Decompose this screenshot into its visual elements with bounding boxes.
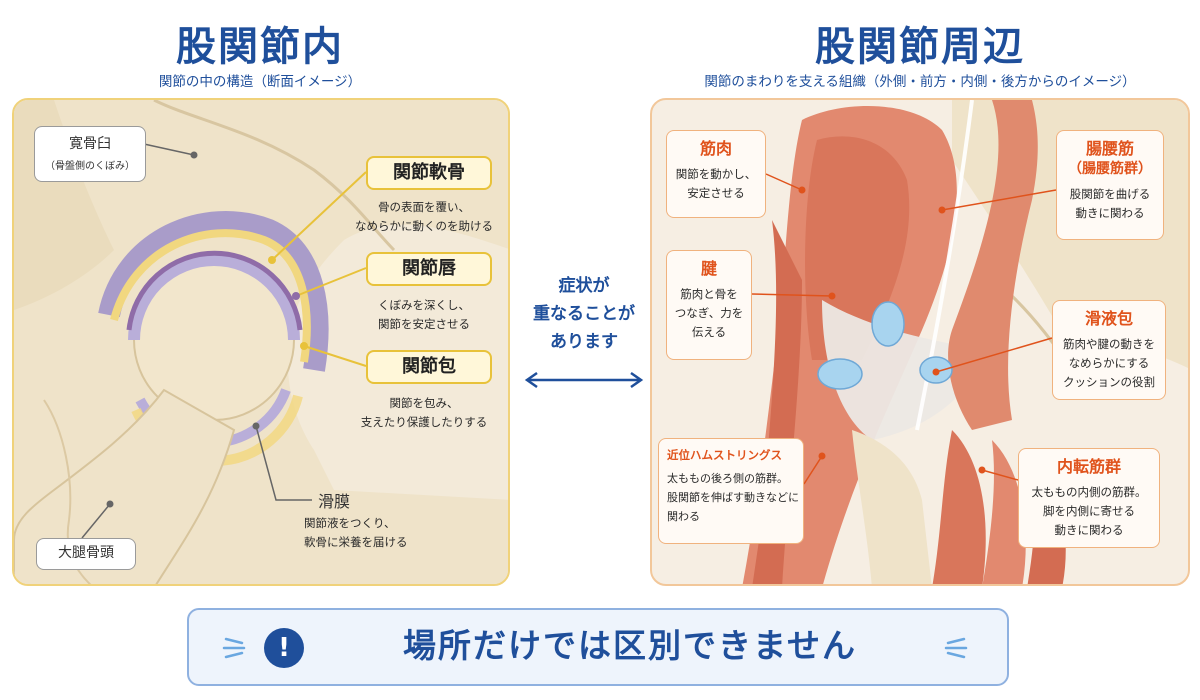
- hamstrings-desc-2: 股関節を伸ばす動きなどに: [667, 491, 799, 504]
- muscle-desc-1: 関節を動かし、: [675, 167, 757, 181]
- overlap-note-line-2: 重なることが: [533, 304, 635, 324]
- muscle-card: 筋肉 関節を動かし、 安定させる: [666, 130, 766, 218]
- labrum-desc-2: 関節を安定させる: [378, 317, 470, 331]
- double-arrow-icon: [524, 371, 644, 389]
- overlap-note-line-1: 症状が: [558, 276, 610, 296]
- femoral-head-label: 大腿骨頭: [36, 538, 136, 570]
- hamstrings-label: 近位ハムストリングス: [667, 448, 782, 462]
- sparkle-right-icon: [944, 637, 968, 659]
- adductors-desc-2: 脚を内側に寄せる: [1043, 504, 1135, 518]
- left-title: 股関節内: [176, 24, 344, 70]
- bursa-card: 滑液包 筋肉や腱の動きを なめらかにする クッションの役割: [1052, 300, 1166, 400]
- tendon-card: 腱 筋肉と骨を つなぎ、力を 伝える: [666, 250, 752, 360]
- sparkle-left-icon: [222, 637, 246, 659]
- iliopsoas-desc-1: 股関節を曲げる: [1069, 187, 1151, 201]
- synovium-desc-1: 関節液をつくり、: [304, 516, 396, 530]
- adductors-desc-1: 太ももの内側の筋群。: [1031, 485, 1147, 499]
- iliopsoas-label: 腸腰筋: [1085, 139, 1134, 158]
- muscle-desc-2: 安定させる: [687, 186, 745, 200]
- adductors-desc-3: 動きに関わる: [1054, 523, 1124, 537]
- labrum-desc-1: くぼみを深くし、: [378, 298, 470, 312]
- adductors-card: 内転筋群 太ももの内側の筋群。 脚を内側に寄せる 動きに関わる: [1018, 448, 1160, 548]
- bursa-desc-3: クッションの役割: [1063, 375, 1155, 389]
- iliopsoas-desc: 股関節を曲げる 動きに関わる: [1063, 185, 1157, 223]
- warning-banner: [187, 608, 1009, 686]
- hip-joint-surrounding-panel: 筋肉 関節を動かし、 安定させる 腱 筋肉と骨を つなぎ、力を 伝える 近位ハム…: [650, 98, 1190, 586]
- bursa-desc: 筋肉や腱の動きを なめらかにする クッションの役割: [1059, 335, 1159, 392]
- left-subtitle: 関節の中の構造（断面イメージ）: [158, 74, 362, 90]
- iliopsoas-sublabel: （腸腰筋群）: [1068, 161, 1152, 177]
- cartilage-desc-1: 骨の表面を覆い、: [378, 200, 470, 214]
- acetabulum-label: 寛骨臼 （骨盤側のくぼみ）: [34, 126, 146, 182]
- banner-text: 場所だけでは区別できません: [402, 626, 857, 665]
- bursa-label: 滑液包: [1084, 309, 1133, 328]
- iliopsoas-card: 腸腰筋 （腸腰筋群） 股関節を曲げる 動きに関わる: [1056, 130, 1164, 240]
- tendon-desc-3: 伝える: [691, 325, 727, 339]
- tendon-desc: 筋肉と骨を つなぎ、力を 伝える: [673, 285, 745, 342]
- acetabulum-name: 寛骨臼: [69, 136, 111, 152]
- hip-joint-cross-section-illustration: [14, 100, 508, 584]
- capsule-desc-2: 支えたり保護したりする: [360, 415, 488, 429]
- capsule-label: 関節包: [366, 350, 492, 384]
- labrum-label: 関節唇: [366, 252, 492, 286]
- bursa-desc-1: 筋肉や腱の動きを: [1063, 337, 1155, 351]
- capsule-desc-1: 関節を包み、: [389, 396, 459, 410]
- hamstrings-desc-1: 太ももの後ろ側の筋群。: [667, 472, 788, 485]
- hamstrings-card: 近位ハムストリングス 太ももの後ろ側の筋群。 股関節を伸ばす動きなどに 関わる: [658, 438, 804, 544]
- synovium-desc-2: 軟骨に栄養を届ける: [304, 535, 408, 549]
- overlap-note: 症状が 重なることが あります: [520, 272, 648, 356]
- bursa-desc-2: なめらかにする: [1068, 356, 1150, 370]
- synovium-label: 滑膜: [318, 492, 351, 511]
- acetabulum-note: （骨盤側のくぼみ）: [45, 161, 135, 172]
- tendon-desc-2: つなぎ、力を: [674, 306, 744, 320]
- tendon-label: 腱: [700, 259, 717, 278]
- adductors-label: 内転筋群: [1056, 457, 1121, 476]
- muscle-desc: 関節を動かし、 安定させる: [673, 165, 759, 203]
- adductors-desc: 太ももの内側の筋群。 脚を内側に寄せる 動きに関わる: [1025, 483, 1153, 540]
- right-subtitle: 関節のまわりを支える組織（外側・前方・内側・後方からのイメージ）: [704, 74, 1136, 90]
- muscle-label: 筋肉: [699, 139, 732, 158]
- cartilage-desc-2: なめらかに動くのを助ける: [355, 219, 493, 233]
- tendon-desc-1: 筋肉と骨を: [680, 287, 738, 301]
- hip-joint-inner-panel: 寛骨臼 （骨盤側のくぼみ） 関節軟骨 骨の表面を覆い、 なめらかに動くのを助ける…: [12, 98, 510, 586]
- exclamation-icon: !: [264, 628, 304, 668]
- hamstrings-desc-3: 関わる: [667, 510, 700, 523]
- overlap-note-line-3: あります: [550, 332, 618, 352]
- cartilage-label: 関節軟骨: [366, 156, 492, 190]
- hamstrings-desc: 太ももの後ろ側の筋群。 股関節を伸ばす動きなどに 関わる: [667, 469, 799, 526]
- right-title: 股関節周辺: [815, 24, 1025, 70]
- iliopsoas-desc-2: 動きに関わる: [1075, 206, 1145, 220]
